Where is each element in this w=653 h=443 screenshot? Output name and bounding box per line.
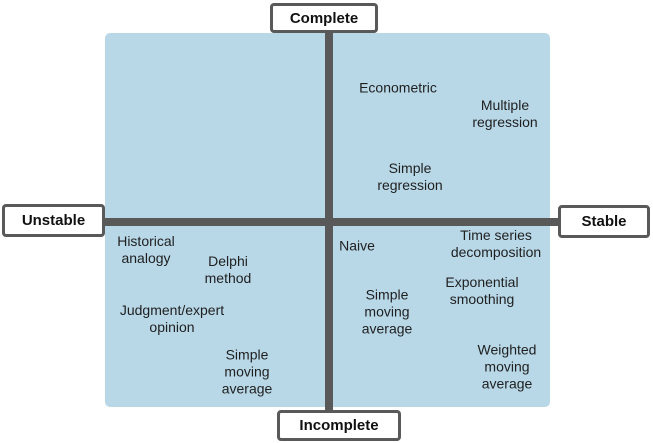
axis-label-complete: Complete: [270, 3, 378, 33]
axis-label-incomplete-text: Incomplete: [299, 417, 379, 434]
method-multiple-regression: Multiple regression: [472, 96, 538, 130]
method-exponential-smoothing: Exponential smoothing: [445, 273, 519, 307]
horizontal-axis-line: [100, 218, 562, 226]
method-naive: Naive: [339, 237, 375, 254]
axis-label-incomplete: Incomplete: [277, 410, 401, 441]
method-simple-moving-average-right: Simple moving average: [361, 286, 413, 337]
method-simple-moving-average-left: Simple moving average: [221, 346, 273, 397]
method-judgment-expert-opinion: Judgment/expert opinion: [119, 301, 225, 335]
method-econometric: Econometric: [359, 79, 437, 96]
method-simple-regression: Simple regression: [377, 159, 443, 193]
method-delphi-method: Delphi method: [204, 252, 252, 286]
axis-label-unstable: Unstable: [2, 204, 105, 237]
method-time-series-decomposition: Time series decomposition: [450, 226, 542, 260]
method-weighted-moving-average: Weighted moving average: [477, 341, 537, 392]
axis-label-stable-text: Stable: [581, 213, 627, 230]
method-historical-analogy: Historical analogy: [117, 232, 175, 266]
axis-label-stable: Stable: [558, 205, 650, 238]
axis-label-unstable-text: Unstable: [21, 212, 86, 229]
axis-label-complete-text: Complete: [289, 9, 359, 27]
